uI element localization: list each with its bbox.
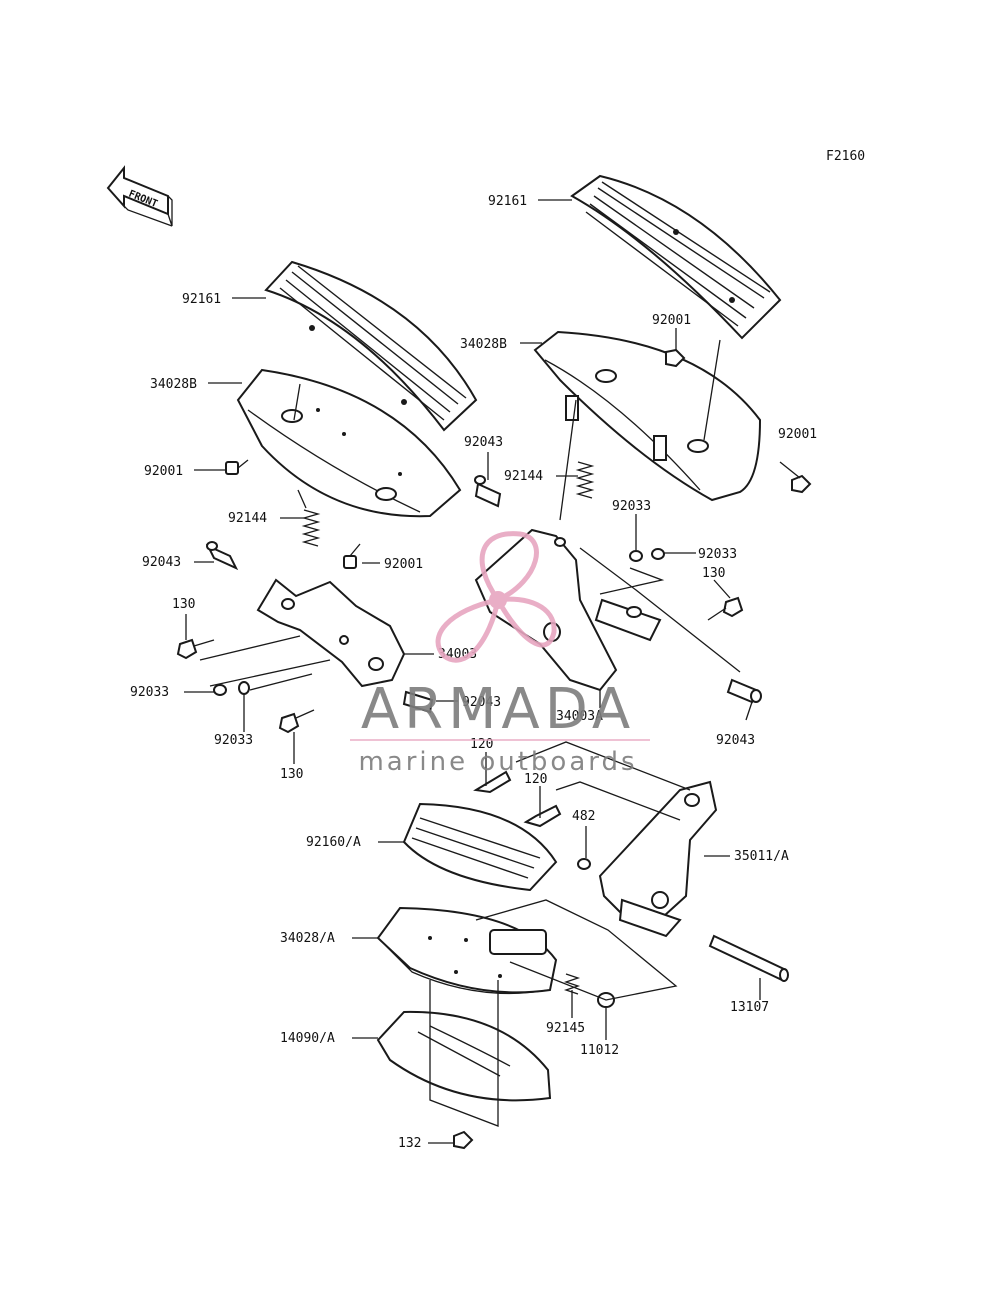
label-130-right: 130 [702, 566, 725, 581]
label-92160a: 92160/A [306, 835, 361, 850]
label-92161-right: 92161 [488, 194, 527, 209]
label-34028b-left: 34028B [150, 377, 197, 392]
figure-code: F2160 [826, 149, 865, 164]
label-92161-left: 92161 [182, 292, 221, 307]
floorboard-rubber-left [264, 260, 478, 432]
label-92033-left-b: 92033 [214, 733, 253, 748]
label-14090a: 14090/A [280, 1031, 335, 1046]
label-92033-left-a: 92033 [130, 685, 169, 700]
bolt-130-right [707, 596, 744, 621]
washer-482 [577, 858, 591, 870]
armada-watermark: ARMADA marine outboards [350, 531, 650, 777]
pin-92043-left [205, 541, 239, 571]
leader-lines [184, 199, 801, 1144]
nut-132 [453, 1130, 474, 1150]
screw-92001-left-a [225, 459, 249, 475]
bracket-34003 [256, 578, 406, 688]
pin-92043-right [726, 678, 762, 704]
label-92001-right-b: 92001 [778, 427, 817, 442]
label-92001-right-a: 92001 [652, 313, 691, 328]
label-120-b: 120 [524, 772, 547, 787]
label-92001-left-a: 92001 [144, 464, 183, 479]
screw-92001-right-a [665, 348, 686, 368]
washer-92033-right-a [629, 550, 643, 562]
washer-92033-left-a [213, 684, 227, 696]
bolt-120-b [523, 804, 562, 828]
spring-92144-left [301, 509, 321, 547]
washer-92033-right-b [651, 548, 665, 560]
label-92043-mid: 92043 [462, 695, 501, 710]
floorboard-plate-left [236, 368, 462, 518]
label-92043-left: 92043 [142, 555, 181, 570]
label-34003a: 34003A [556, 709, 603, 724]
label-132: 132 [398, 1136, 421, 1151]
bolt-120-a [473, 770, 512, 794]
watermark-brand: ARMADA [361, 677, 635, 742]
watermark-tagline: marine outboards [358, 747, 637, 777]
label-92033-right-a: 92033 [612, 499, 651, 514]
screw-92001-left-b [343, 543, 361, 569]
front-arrow-icon: FRONT [106, 165, 173, 227]
bolt-130-left [176, 638, 215, 660]
label-130-left: 130 [172, 597, 195, 612]
label-130-bottom: 130 [280, 767, 303, 782]
cover-14090a [376, 1010, 552, 1102]
pin-92043-upper [474, 475, 502, 508]
pin-92043-mid [402, 690, 434, 714]
label-92033-right-b: 92033 [698, 547, 737, 562]
label-92144-left: 92144 [228, 511, 267, 526]
label-92145: 92145 [546, 1021, 585, 1036]
shaft-13107 [708, 934, 789, 982]
footboard-rubber-92160a [402, 802, 558, 892]
label-92144-right: 92144 [504, 469, 543, 484]
washer-92033-left-b [238, 681, 250, 695]
label-34028b-right: 34028B [460, 337, 507, 352]
bracket-35011a [598, 780, 718, 938]
floorboard-rubber-right [570, 174, 782, 340]
bolt-130-bottom [278, 709, 315, 734]
label-35011a: 35011/A [734, 849, 789, 864]
propeller-logo-icon [435, 531, 557, 663]
label-11012: 11012 [580, 1043, 619, 1058]
label-92043-right: 92043 [716, 733, 755, 748]
floorboard-plate-right [533, 330, 762, 502]
label-34028a: 34028/A [280, 931, 335, 946]
footboard-plate-34028a [376, 906, 558, 995]
part-labels: 92161 92161 34028B 34028B 92001 92001 92… [130, 194, 817, 1151]
label-92043-upper: 92043 [464, 435, 503, 450]
label-92001-left-b: 92001 [384, 557, 423, 572]
spring-92145 [563, 973, 581, 995]
spring-92144-right [575, 461, 595, 499]
label-13107: 13107 [730, 1000, 769, 1015]
screw-92001-right-b [791, 474, 812, 494]
label-482: 482 [572, 809, 595, 824]
